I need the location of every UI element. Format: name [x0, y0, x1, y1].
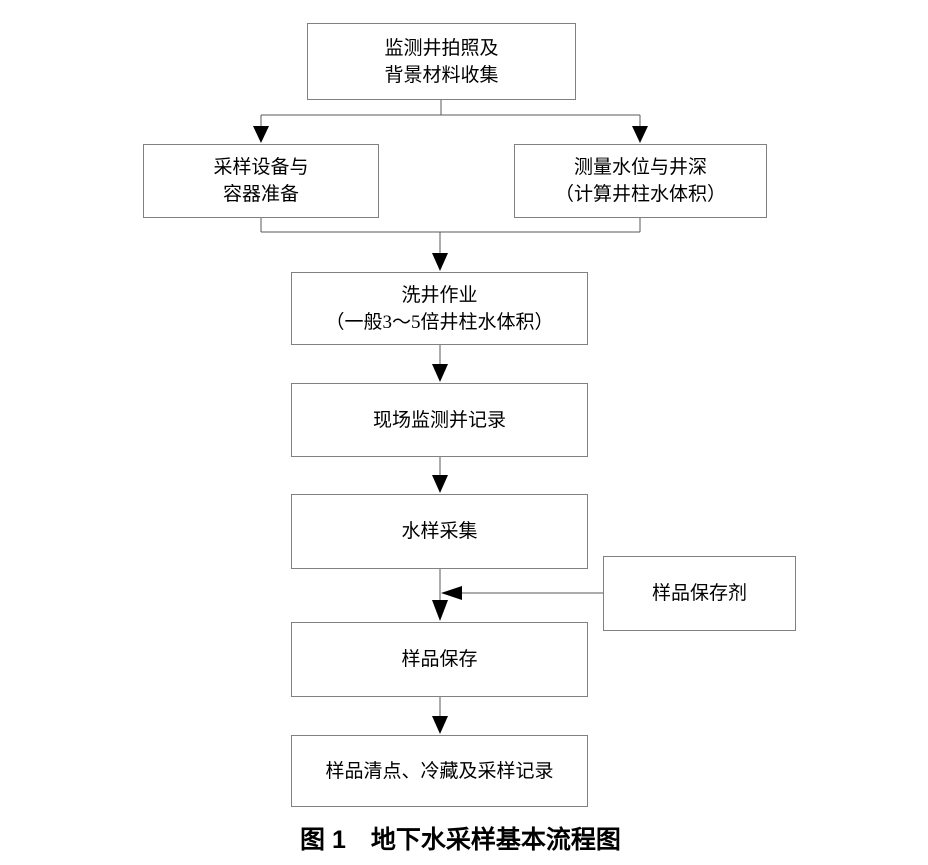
flow-node-sample-preservative: 样品保存剂 — [603, 556, 796, 631]
figure-caption: 图 1 地下水采样基本流程图 — [300, 826, 621, 854]
flow-node-measure-water-level-depth: 测量水位与井深 （计算井柱水体积） — [514, 144, 767, 218]
flow-node-water-sample-collection: 水样采集 — [291, 494, 588, 569]
flow-node-sample-preservation: 样品保存 — [291, 622, 588, 697]
arrowhead-down-into-equipment-prep-icon — [253, 126, 269, 143]
flow-node-well-washing: 洗井作业 （一般3～5倍井柱水体积） — [291, 272, 588, 345]
arrowhead-down-into-site-monitoring-icon — [432, 364, 448, 382]
flow-node-sampling-equipment-prep: 采样设备与 容器准备 — [143, 144, 379, 218]
arrowhead-down-into-sample-preservation-icon — [432, 600, 448, 621]
flow-node-well-photo-and-background: 监测井拍照及 背景材料收集 — [307, 23, 576, 100]
flow-node-sample-inventory-cooling-record: 样品清点、冷藏及采样记录 — [291, 735, 588, 807]
arrowhead-down-into-sample-collection-icon — [432, 475, 448, 493]
arrowhead-down-into-measure-level-icon — [632, 126, 648, 143]
arrowhead-down-into-inventory-icon — [432, 716, 448, 734]
arrowhead-left-from-preservative-icon — [441, 586, 462, 600]
arrowhead-down-into-well-washing-icon — [432, 253, 448, 271]
flow-node-site-monitoring-recording: 现场监测并记录 — [291, 383, 588, 457]
